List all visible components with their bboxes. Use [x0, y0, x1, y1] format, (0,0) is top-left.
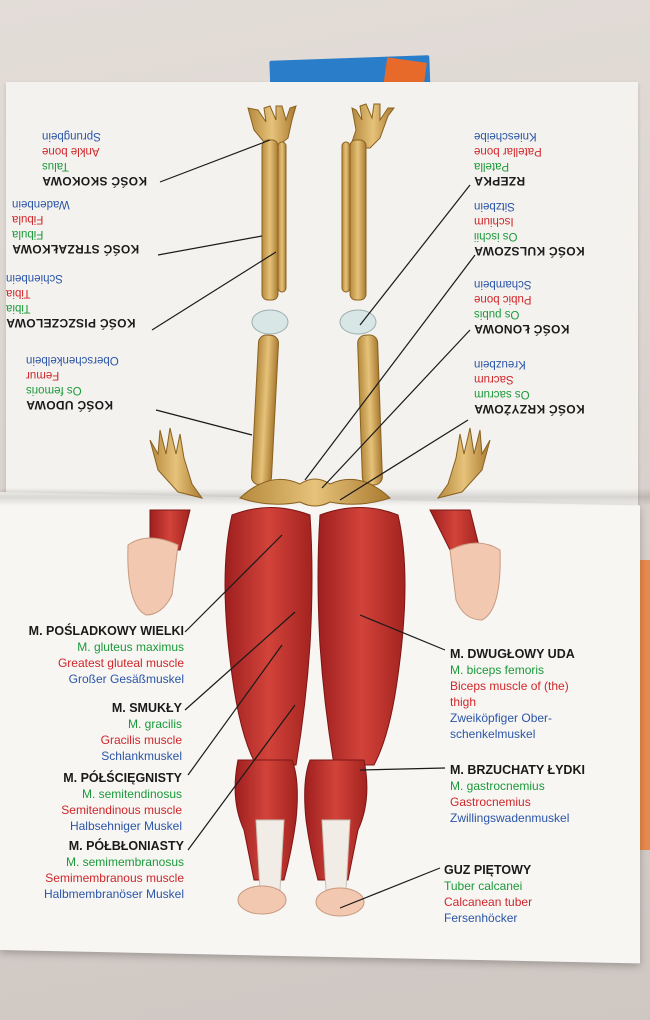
label-pubic-bone: KOŚĆ ŁONOWA Os pubis Pubic bone Schambei…: [474, 278, 570, 336]
label-ischium: KOŚĆ KULSZOWA Os ischii Ischium Sitzbein: [474, 200, 585, 258]
label-gracilis: M. SMUKŁY M. gracilis Gracilis muscle Sc…: [100, 701, 182, 763]
label-semimembranosus: M. PÓŁBŁONIASTY M. semimembranosus Semim…: [43, 839, 184, 901]
label-tibia: KOŚĆ PISZCZELOWA Tibia Tibia Schienbein: [6, 272, 136, 330]
label-sacrum: KOŚĆ KRZYŻOWA Os sacrum Sacrum Kreuzbein: [474, 358, 585, 416]
skeleton-legs: [149, 103, 491, 507]
label-gluteus-maximus: M. POŚLADKOWY WIELKI M. gluteus maximus …: [28, 624, 184, 686]
label-gastrocnemius: M. BRZUCHATY ŁYDKI M. gastrocnemius Gast…: [450, 763, 585, 825]
label-fibula: KOŚĆ STRZAŁKOWA Fibula Fibula Wadenbein: [12, 198, 140, 256]
label-semitendinosus: M. PÓŁŚCIĘGNISTY M. semitendinosus Semit…: [61, 771, 182, 833]
upper-page-skeleton: [6, 82, 638, 507]
label-femur: KOŚĆ UDOWA Os femoris Femur Oberschenkel…: [26, 354, 119, 412]
leader-lines: [151, 139, 476, 909]
label-biceps-femoris: M. DWUGŁOWY UDA M. biceps femoris Biceps…: [450, 647, 575, 741]
label-calcanean-tuber: GUZ PIĘTOWY Tuber calcanei Calcanean tub…: [444, 863, 533, 925]
label-patella: RZEPKA Patella Patellar bone Kniescheibe: [474, 130, 542, 188]
label-talus: KOŚĆ SKOKOWA Talus Ankle bone Sprungbein: [42, 130, 147, 188]
